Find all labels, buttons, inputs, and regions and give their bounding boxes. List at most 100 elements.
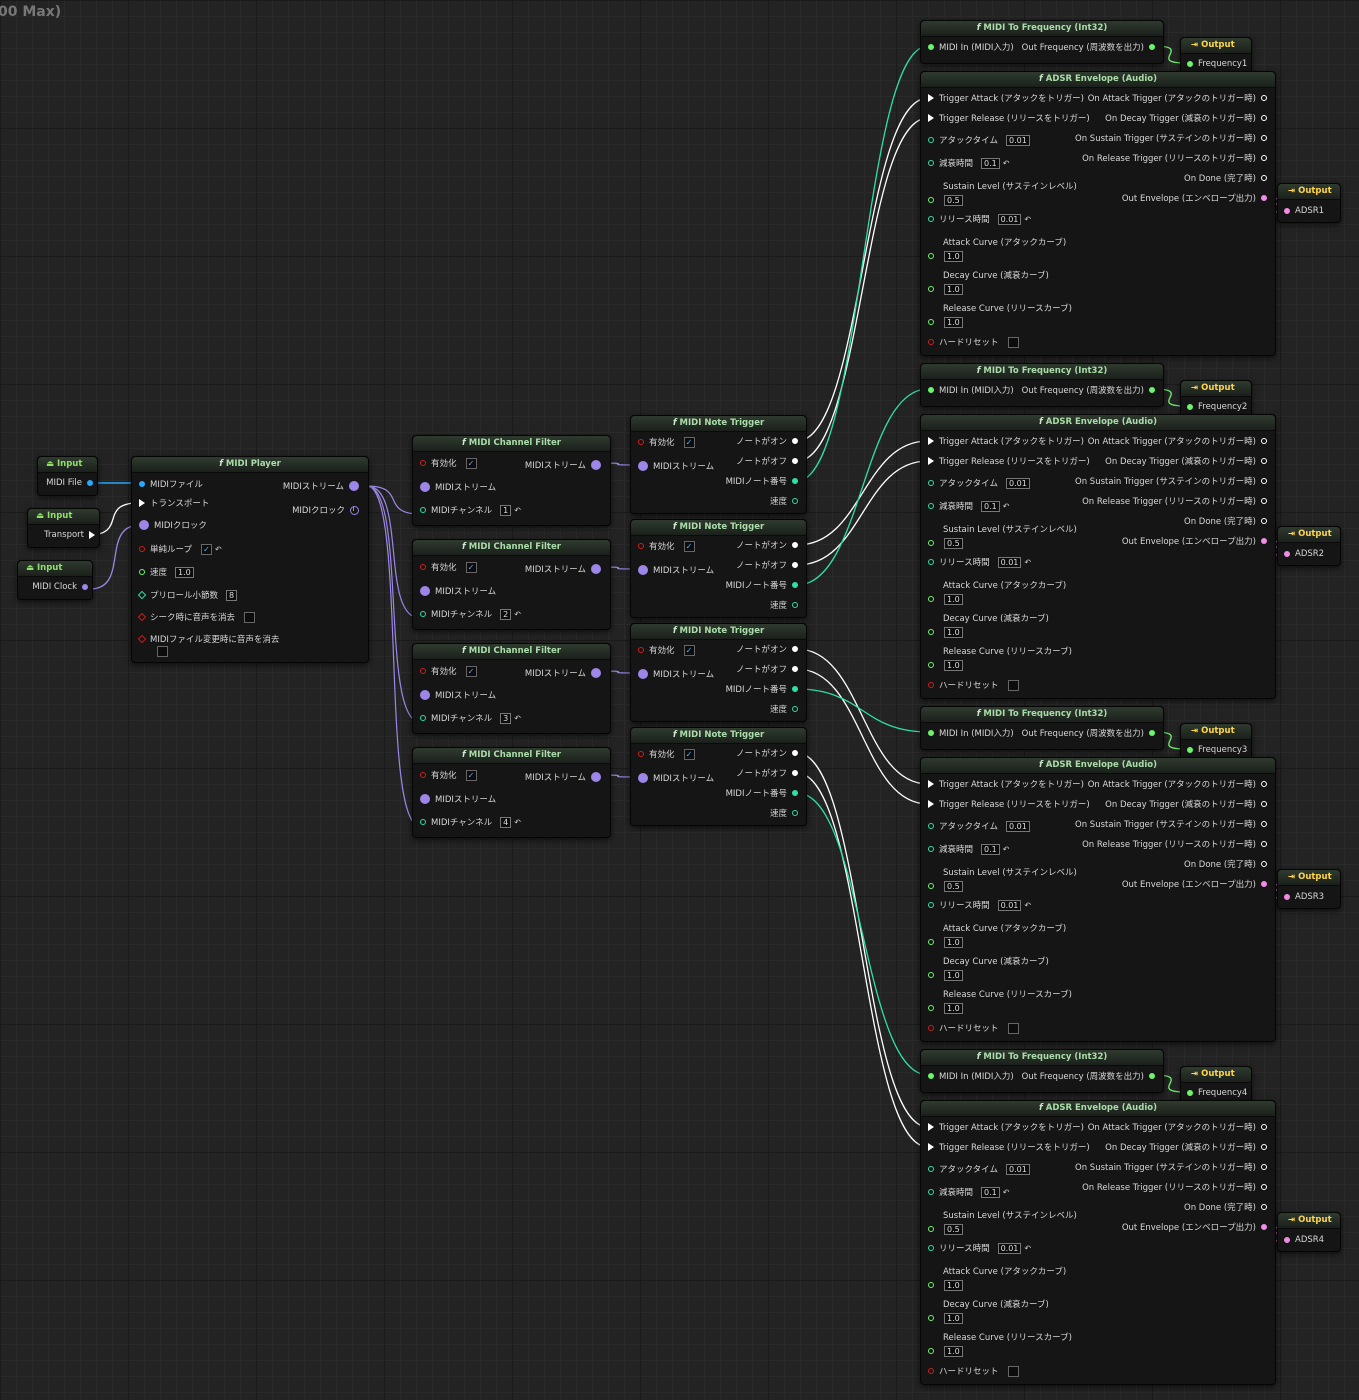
- enable-checkbox[interactable]: ✓: [683, 644, 695, 656]
- input-output-pin[interactable]: [89, 531, 95, 539]
- param-pin[interactable]: [928, 1348, 934, 1354]
- param-pin[interactable]: [928, 286, 934, 292]
- output-in-pin[interactable]: [1284, 551, 1290, 557]
- on_done-pin[interactable]: [1261, 175, 1267, 181]
- param-pin[interactable]: [928, 883, 934, 889]
- value-field[interactable]: 1.0: [944, 1312, 963, 1324]
- reset-arrow-icon[interactable]: ↶: [1024, 557, 1032, 567]
- value-field[interactable]: 0.01: [1006, 1163, 1030, 1175]
- trigger-pin[interactable]: [928, 780, 934, 788]
- seek-clear-checkbox[interactable]: [244, 611, 256, 623]
- velocity-pin[interactable]: [792, 498, 798, 504]
- channel-field[interactable]: 4: [500, 816, 512, 828]
- reset-arrow-icon[interactable]: ↶: [215, 544, 222, 554]
- node-header[interactable]: ⏏ Input: [28, 509, 99, 525]
- param-pin[interactable]: [928, 137, 934, 143]
- trigger-pin[interactable]: [928, 114, 934, 122]
- on_release-pin[interactable]: [1261, 841, 1267, 847]
- value-field[interactable]: 1.0: [944, 1002, 963, 1014]
- channel-field[interactable]: 1: [500, 504, 512, 516]
- loop-checkbox[interactable]: ✓: [201, 543, 212, 555]
- midi-stream-in-pin[interactable]: [638, 565, 648, 575]
- reset-arrow-icon[interactable]: ↶: [514, 505, 521, 515]
- value-field[interactable]: 0.01: [1006, 477, 1030, 489]
- midi-stream-in-pin[interactable]: [420, 690, 430, 700]
- param-pin[interactable]: [928, 1226, 934, 1232]
- value-field[interactable]: 1.0: [944, 626, 963, 638]
- on_release-pin[interactable]: [1261, 155, 1267, 161]
- frequency-out-pin[interactable]: [1149, 1073, 1155, 1079]
- enable-pin[interactable]: [638, 543, 644, 549]
- frequency-out-pin[interactable]: [1149, 730, 1155, 736]
- note_off-pin[interactable]: [792, 562, 798, 568]
- value-field[interactable]: 0.01: [1006, 820, 1030, 832]
- enable-pin[interactable]: [638, 751, 644, 757]
- node-header[interactable]: ⏏ Input: [38, 457, 97, 473]
- param-pin[interactable]: [928, 1005, 934, 1011]
- node-header[interactable]: ⇥ Output: [1181, 1067, 1251, 1083]
- on_attack-pin[interactable]: [1261, 438, 1267, 444]
- param-pin[interactable]: [928, 319, 934, 325]
- out_env-pin[interactable]: [1261, 1224, 1267, 1230]
- param-pin[interactable]: [928, 662, 934, 668]
- on_decay-pin[interactable]: [1261, 115, 1267, 121]
- midi-stream-in-pin[interactable]: [420, 482, 430, 492]
- node-header[interactable]: ⏏ Input: [18, 561, 92, 577]
- input-pin[interactable]: [139, 499, 145, 507]
- frequency-out-pin[interactable]: [1149, 44, 1155, 50]
- velocity-pin[interactable]: [792, 706, 798, 712]
- value-field[interactable]: 0.1: [981, 1186, 1000, 1198]
- value-field[interactable]: 1.0: [944, 250, 963, 262]
- param-pin[interactable]: [928, 160, 934, 166]
- node-header[interactable]: ⇥ Output: [1278, 184, 1340, 200]
- on_release-pin[interactable]: [1261, 1184, 1267, 1190]
- on_sustain-pin[interactable]: [1261, 478, 1267, 484]
- note_off-pin[interactable]: [792, 770, 798, 776]
- on_decay-pin[interactable]: [1261, 801, 1267, 807]
- channel-pin[interactable]: [420, 715, 426, 721]
- value-field[interactable]: 0.5: [944, 880, 963, 892]
- output-in-pin[interactable]: [1187, 747, 1193, 753]
- on_attack-pin[interactable]: [1261, 1124, 1267, 1130]
- value-field[interactable]: 1.0: [944, 936, 963, 948]
- midi-stream-in-pin[interactable]: [420, 586, 430, 596]
- velocity-pin[interactable]: [792, 602, 798, 608]
- reset-arrow-icon[interactable]: ↶: [1024, 1243, 1032, 1253]
- reset-arrow-icon[interactable]: ↶: [514, 713, 521, 723]
- value-field[interactable]: 1.0: [944, 593, 963, 605]
- reset-arrow-icon[interactable]: ↶: [1002, 844, 1010, 854]
- note_off-pin[interactable]: [792, 666, 798, 672]
- input-output-pin[interactable]: [87, 480, 93, 486]
- node-header[interactable]: ⇥ Output: [1181, 724, 1251, 740]
- param-pin[interactable]: [928, 846, 934, 852]
- value-field[interactable]: 0.5: [944, 194, 963, 206]
- out_env-pin[interactable]: [1261, 195, 1267, 201]
- param-pin[interactable]: [928, 902, 934, 908]
- velocity-pin[interactable]: [792, 810, 798, 816]
- value-field[interactable]: 1.0: [944, 316, 963, 328]
- param-pin[interactable]: [928, 1282, 934, 1288]
- node-header[interactable]: ⇥ Output: [1181, 381, 1251, 397]
- midi-in-pin[interactable]: [928, 44, 934, 50]
- frequency-out-pin[interactable]: [1149, 387, 1155, 393]
- param-pin[interactable]: [928, 939, 934, 945]
- on_done-pin[interactable]: [1261, 518, 1267, 524]
- channel-pin[interactable]: [420, 507, 426, 513]
- speed-field[interactable]: 1.0: [175, 566, 194, 578]
- enable-checkbox[interactable]: ✓: [465, 769, 477, 781]
